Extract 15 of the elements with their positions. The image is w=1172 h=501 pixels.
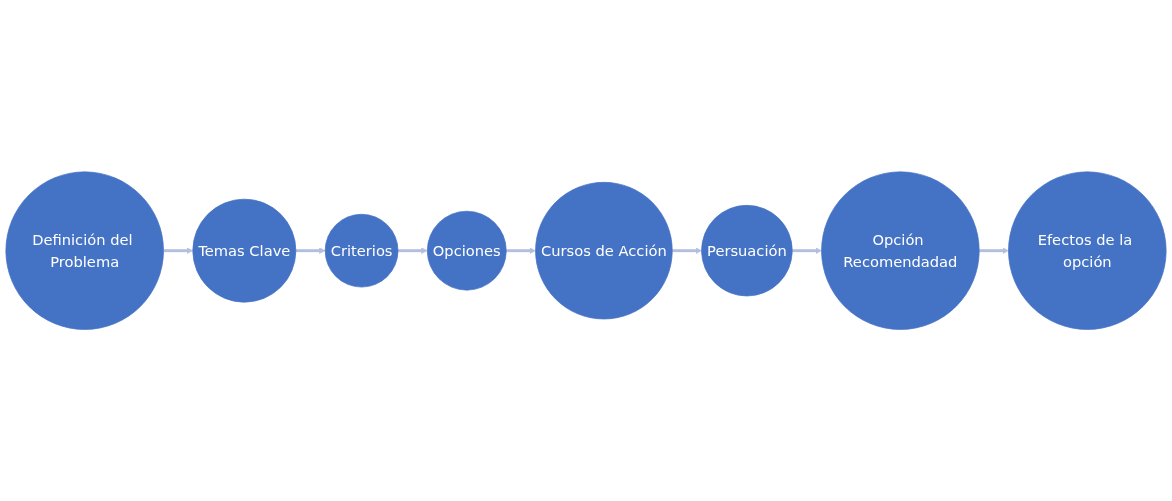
- arrow: [398, 247, 428, 254]
- node-circle: Opción Recomendadad: [821, 171, 980, 330]
- node-circle: Definición del Problema: [5, 171, 164, 330]
- arrow: [295, 247, 326, 254]
- node-circle: Opciones: [426, 210, 507, 291]
- arrow: [792, 247, 822, 254]
- node-circle: Efectos de la opción: [1008, 171, 1167, 330]
- node-circle: Cursos de Acción: [535, 181, 673, 320]
- arrow: [163, 247, 194, 254]
- node-circle: Temas Clave: [192, 198, 297, 303]
- node-circle: Persuación: [701, 204, 793, 297]
- arrow: [979, 247, 1009, 254]
- arrow: [672, 247, 702, 254]
- node-circle: Criterios: [324, 213, 399, 288]
- arrow: [506, 247, 536, 254]
